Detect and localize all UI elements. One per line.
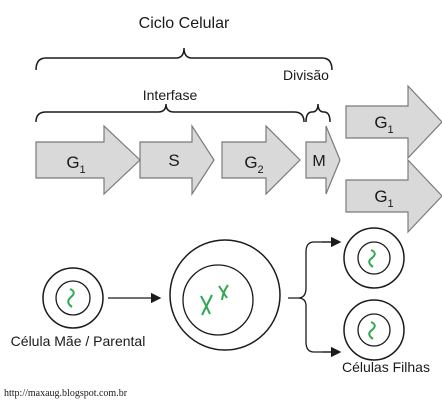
phase-arrow-g1: G1 [35,124,141,196]
split-bracket [288,241,332,353]
daughter-cells-label: Células Filhas [342,359,430,375]
phase-subscript: 1 [80,164,86,176]
phase-subscript: 1 [388,124,394,136]
cell-cycle-bracket [35,47,333,71]
dividing-cell [169,239,281,351]
phase-label: G [374,113,387,132]
chromosome-icon [368,249,376,268]
phase-label: G [244,153,257,172]
mother-cell [42,267,104,329]
daughter-arrow-g1-bottom: G1 [345,158,442,234]
phase-arrow-m: M [305,125,341,195]
division-bracket [305,103,331,123]
interphase-label: Interfase [143,87,198,103]
phase-arrow-s: S [139,123,215,197]
phase-arrow-g2: G2 [221,124,301,196]
daughter-cell-bottom [343,299,405,361]
chromosome-icon [368,321,376,340]
svg-text:G1: G1 [374,187,393,210]
chromosome-icon [200,284,229,316]
daughter-arrow-g1-top: G1 [345,84,442,160]
svg-text:G1: G1 [374,113,393,136]
phase-label: G [66,153,79,172]
chromosome-icon [67,288,75,308]
phase-label: M [312,153,325,170]
division-label: Divisão [283,67,329,83]
phase-label: G [374,187,387,206]
phase-label: S [168,151,179,170]
source-url: http://maxaug.blogspot.com.br [4,388,128,399]
diagram-title: Ciclo Celular [139,15,230,32]
svg-text:G1: G1 [66,153,85,176]
mother-cell-label: Célula Mãe / Parental [11,333,146,349]
phase-subscript: 2 [258,164,264,176]
interphase-bracket [35,103,305,123]
svg-text:G2: G2 [244,153,263,176]
daughter-cell-top [343,227,405,289]
phase-subscript: 1 [388,198,394,210]
